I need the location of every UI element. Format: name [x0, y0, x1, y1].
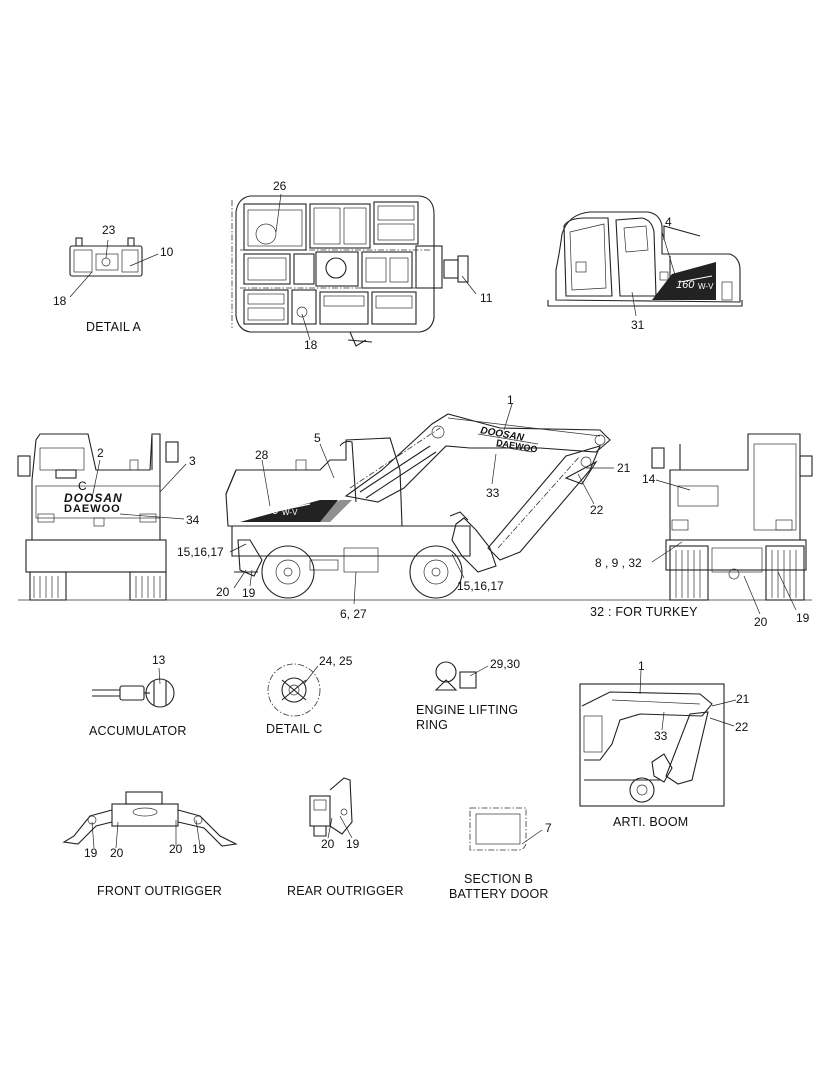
callout-8-9-32: 8 , 9 , 32	[595, 556, 642, 570]
callout-20: 20	[754, 615, 768, 629]
callout-15-16-17-rear: 15,16,17	[177, 545, 224, 559]
caption-battery-door: BATTERY DOOR	[449, 887, 549, 901]
detail-c-drawing	[267, 663, 321, 717]
callout-11: 11	[480, 291, 493, 305]
rear-brand2-decal: DAEWOO	[64, 503, 121, 515]
callout-18: 18	[53, 294, 67, 308]
caption-accumulator: ACCUMULATOR	[89, 724, 187, 738]
callout-22: 22	[735, 720, 749, 734]
callout-19: 19	[84, 846, 98, 860]
rear-outrigger-drawing	[309, 777, 353, 839]
top-view-drawing	[231, 193, 477, 347]
callout-19: 19	[346, 837, 360, 851]
callout-34: 34	[186, 513, 200, 527]
callout-18: 18	[304, 338, 318, 352]
body-model-suffix: W-V	[282, 508, 298, 517]
callout-13: 13	[152, 653, 166, 667]
callout-21: 21	[617, 461, 631, 475]
caption-front-outrigger: FRONT OUTRIGGER	[97, 884, 222, 898]
callout-24-25: 24, 25	[319, 654, 353, 668]
callout-19: 19	[796, 611, 810, 625]
caption-detail-a: DETAIL A	[86, 320, 142, 334]
rear-view-drawing	[17, 433, 187, 601]
callout-20: 20	[321, 837, 335, 851]
callout-1: 1	[638, 659, 645, 673]
callout-2: 2	[97, 446, 104, 460]
caption-rear-outrigger: REAR OUTRIGGER	[287, 884, 404, 898]
callout-15-16-17-front: 15,16,17	[457, 579, 504, 593]
callout-28: 28	[255, 448, 269, 462]
body-model-decal: 160	[260, 505, 279, 517]
cab-side-drawing	[547, 211, 743, 317]
callout-3: 3	[189, 454, 196, 468]
callout-5: 5	[314, 431, 321, 445]
callout-10: 10	[160, 245, 174, 259]
arti-boom-drawing	[579, 669, 737, 807]
callout-21: 21	[736, 692, 750, 706]
callout-4: 4	[665, 215, 672, 229]
note-for-turkey: 32 : FOR TURKEY	[590, 605, 698, 619]
caption-arti-boom: ARTI. BOOM	[613, 815, 689, 829]
accumulator-drawing	[92, 667, 175, 708]
callout-29-30: 29,30	[490, 657, 521, 671]
callout-22: 22	[590, 503, 604, 517]
callout-33: 33	[654, 729, 668, 743]
cab-model-suffix: W-V	[698, 282, 714, 291]
callout-31: 31	[631, 318, 645, 332]
caption-detail-c: DETAIL C	[266, 722, 323, 736]
callout-19: 19	[242, 586, 256, 600]
engine-ring-drawing	[434, 661, 489, 691]
callout-20: 20	[216, 585, 230, 599]
callout-14: 14	[642, 472, 656, 486]
callout-23: 23	[102, 223, 116, 237]
callout-1: 1	[507, 393, 514, 407]
caption-engine-lifting: ENGINE LIFTING	[416, 703, 519, 717]
callout-7: 7	[545, 821, 552, 835]
callout-19: 19	[192, 842, 206, 856]
callout-33: 33	[486, 486, 500, 500]
callout-26: 26	[273, 179, 287, 193]
callout-6-27: 6, 27	[340, 607, 367, 621]
logo-c: C	[78, 479, 87, 493]
callout-20: 20	[169, 842, 183, 856]
callout-20: 20	[110, 846, 124, 860]
main-side-drawing	[225, 403, 614, 605]
front-outrigger-drawing	[62, 791, 238, 849]
detail-a-drawing	[69, 237, 159, 298]
cab-model-decal: 160	[676, 279, 695, 291]
caption-ring: RING	[416, 718, 449, 732]
caption-section-b: SECTION B	[464, 872, 534, 886]
front-view-drawing	[651, 433, 813, 615]
rear-brand-decal: DOOSAN	[64, 491, 123, 505]
section-b-drawing	[469, 807, 543, 851]
